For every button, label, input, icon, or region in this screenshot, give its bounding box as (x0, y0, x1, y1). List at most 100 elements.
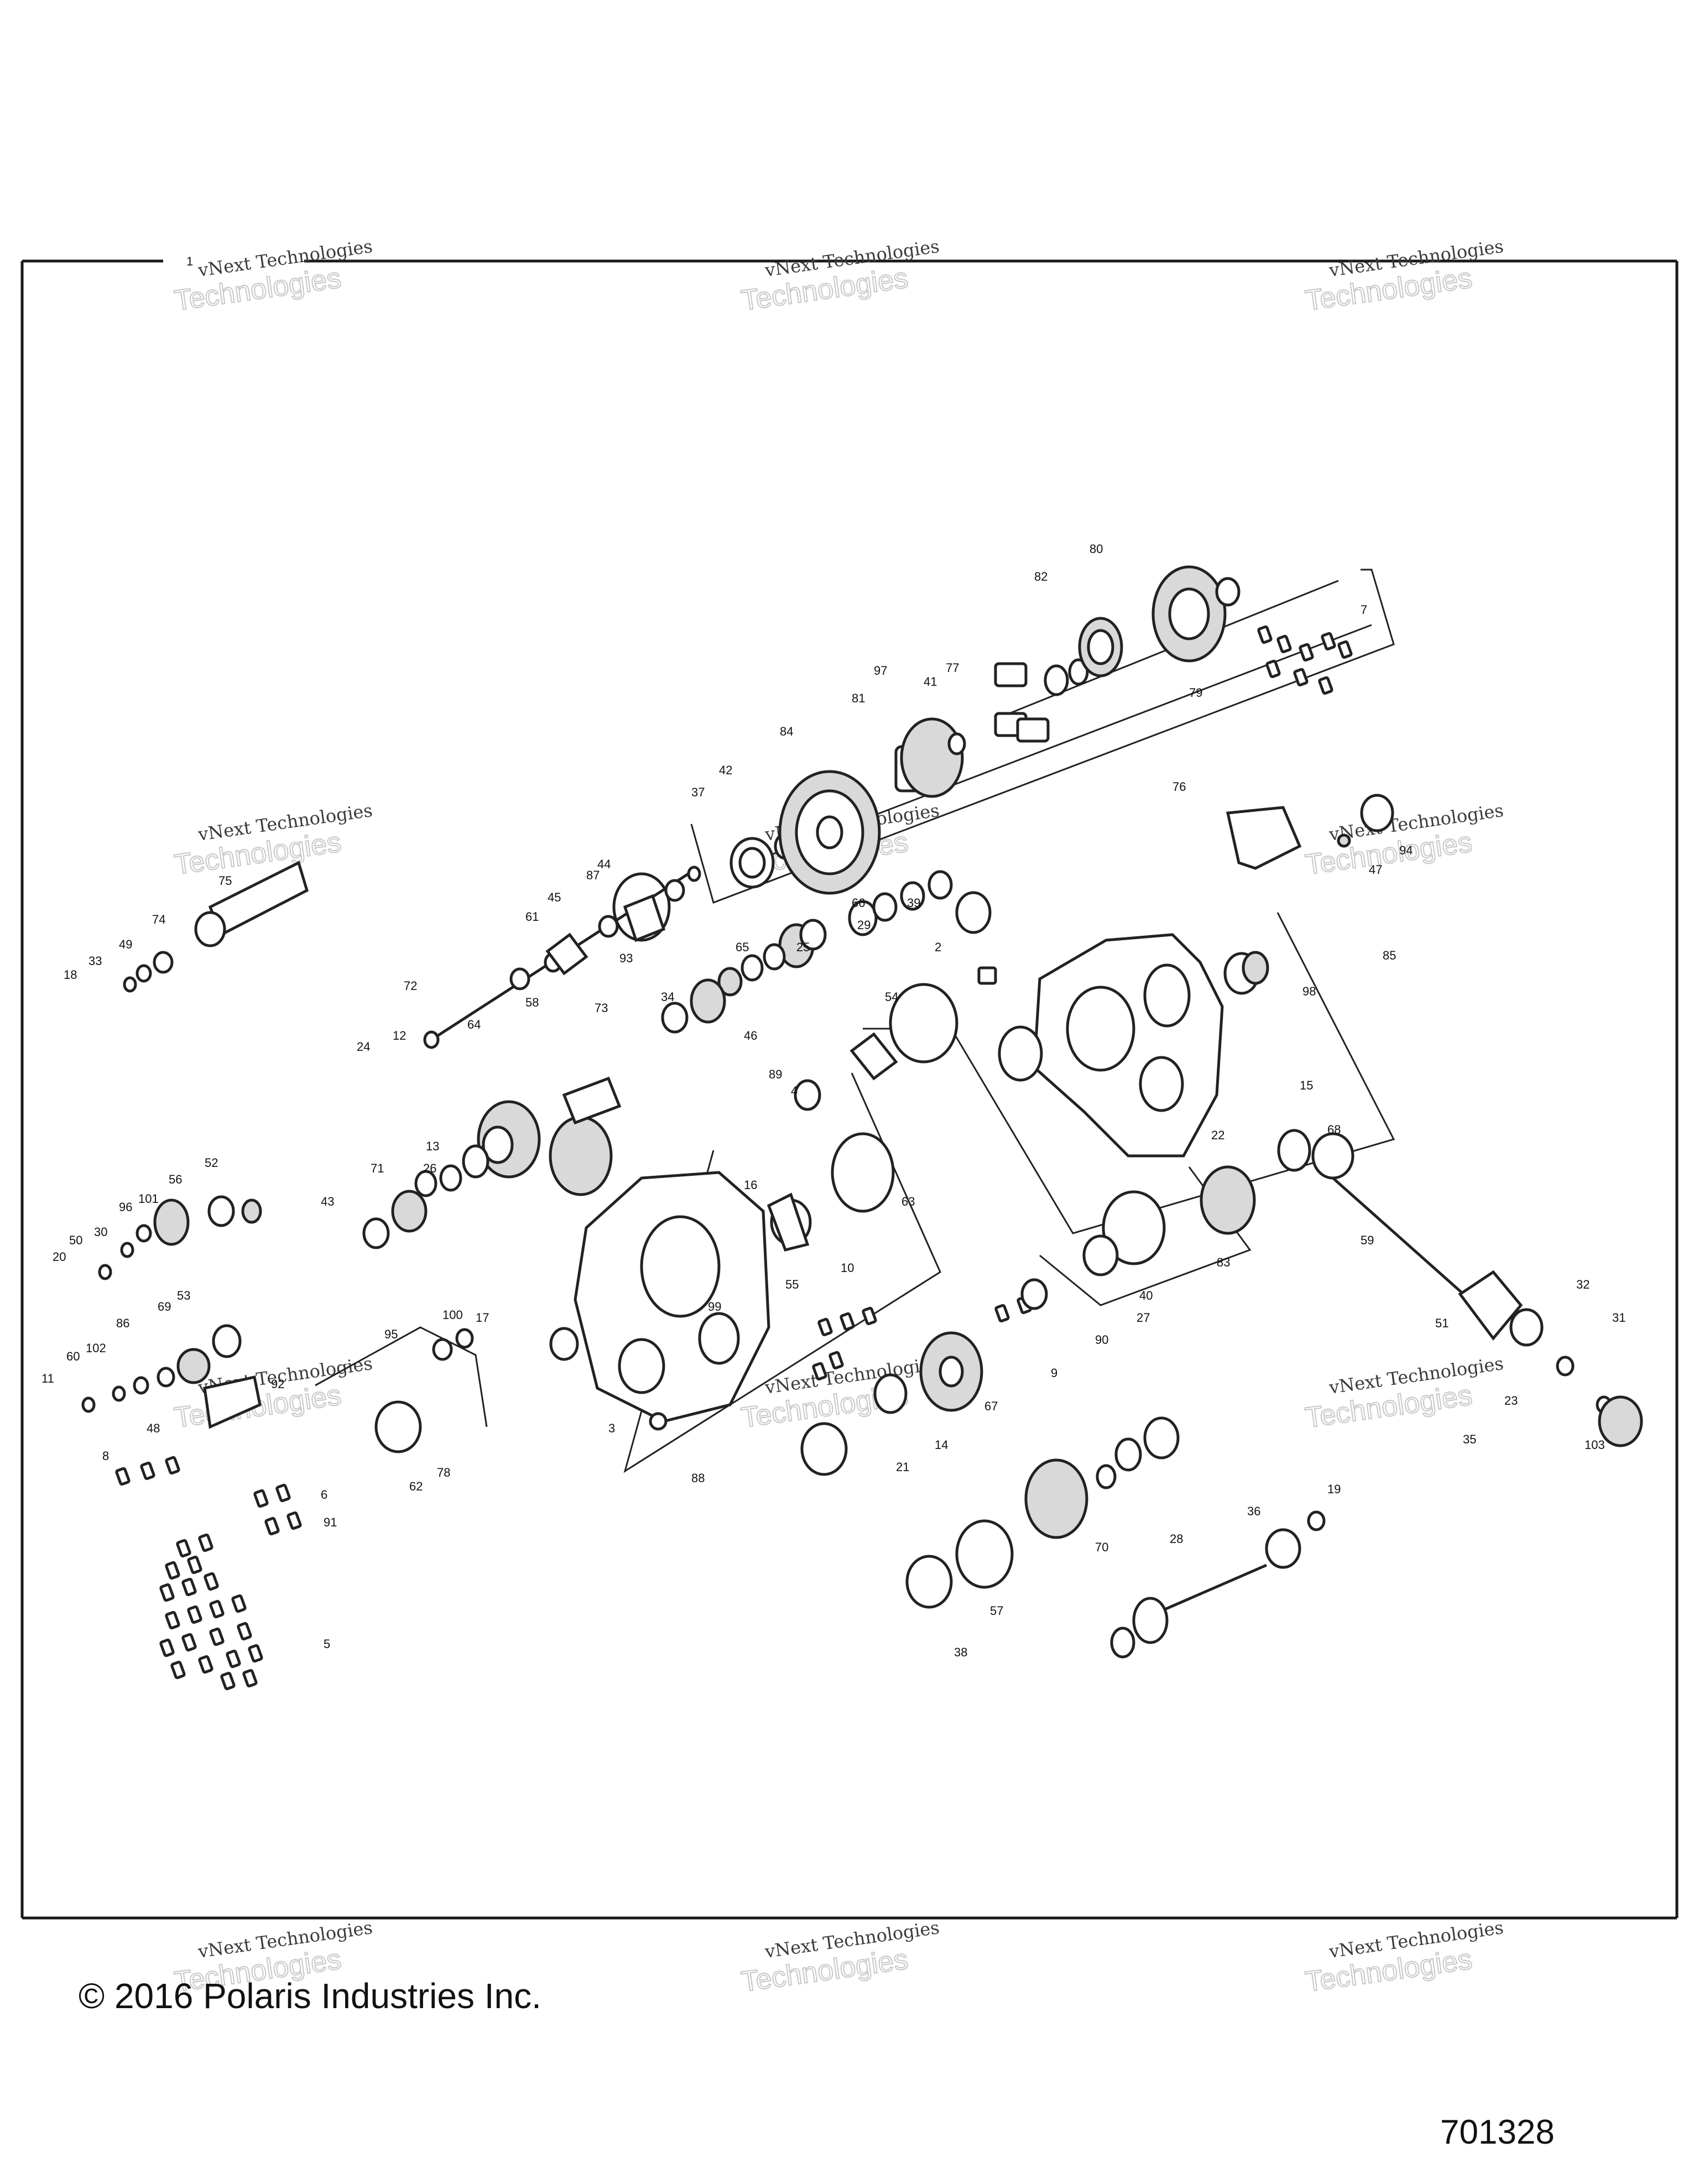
bolt (1299, 643, 1314, 662)
bolt (140, 1461, 155, 1481)
bolt (1265, 659, 1281, 679)
bolt (176, 1539, 191, 1558)
callout-88: 88 (691, 1471, 705, 1485)
callout-13: 13 (426, 1139, 439, 1153)
callout-7: 7 (1361, 603, 1367, 617)
bolt (209, 1627, 225, 1646)
bolt (220, 1671, 236, 1691)
callout-86: 86 (116, 1316, 129, 1330)
callout-41: 41 (924, 675, 937, 689)
callout-69: 69 (158, 1300, 171, 1313)
callout-39: 39 (907, 896, 920, 910)
callout-76: 76 (1172, 780, 1186, 794)
callout-58: 58 (525, 995, 539, 1009)
callout-2: 2 (935, 940, 941, 954)
callout-40: 40 (1139, 1289, 1153, 1302)
callout-52: 52 (205, 1156, 218, 1170)
callout-103: 103 (1585, 1438, 1605, 1452)
copyright-notice: © 2016 Polaris Industries Inc. (79, 1976, 541, 2016)
callout-99: 99 (708, 1300, 721, 1313)
callout-87: 87 (586, 868, 600, 882)
callout-73: 73 (595, 1001, 608, 1015)
callout-95: 95 (384, 1327, 398, 1341)
callout-81: 81 (852, 691, 865, 705)
callout-65: 65 (736, 940, 749, 954)
callout-26: 26 (423, 1161, 436, 1175)
callout-4: 4 (791, 1084, 798, 1098)
callout-8: 8 (102, 1449, 109, 1463)
bolt (253, 1489, 269, 1508)
callout-23: 23 (1504, 1394, 1518, 1408)
callout-36: 36 (1247, 1504, 1260, 1518)
bolt (242, 1669, 258, 1688)
callout-89: 89 (769, 1067, 782, 1081)
callout-90: 90 (1095, 1333, 1108, 1347)
callout-17: 17 (476, 1311, 489, 1325)
bolt (187, 1605, 202, 1624)
callout-43: 43 (321, 1195, 334, 1208)
callout-45: 45 (548, 890, 561, 904)
bolt (165, 1610, 180, 1630)
bolt (840, 1312, 855, 1331)
callout-11: 11 (41, 1372, 54, 1385)
output-shaft-assembly (1082, 1129, 1643, 1447)
callout-77: 77 (946, 661, 959, 675)
callout-5: 5 (324, 1637, 330, 1651)
callout-28: 28 (1170, 1532, 1183, 1546)
callout-15: 15 (1300, 1078, 1313, 1092)
callout-84: 84 (780, 724, 793, 738)
callout-49: 49 (119, 937, 132, 951)
callout-56: 56 (169, 1172, 182, 1186)
callout-57: 57 (990, 1604, 1003, 1618)
callout-72: 72 (404, 979, 417, 993)
bolt (181, 1633, 197, 1652)
lower-right-gear-train (800, 1278, 1326, 1659)
callout-21: 21 (896, 1460, 909, 1474)
callout-71: 71 (371, 1161, 384, 1175)
bolt (187, 1555, 202, 1575)
callout-46: 46 (744, 1029, 757, 1043)
callout-92: 92 (271, 1377, 284, 1391)
callout-101: 101 (138, 1192, 159, 1206)
callout-75: 75 (218, 874, 232, 888)
fastener-set (115, 625, 1353, 1691)
callout-70: 70 (1095, 1540, 1108, 1554)
shift-fork-assembly (423, 866, 898, 1081)
callout-9: 9 (1051, 1366, 1057, 1380)
callout-62: 62 (409, 1479, 423, 1493)
bolt (226, 1649, 241, 1669)
left-side-hardware (81, 861, 474, 1453)
callout-30: 30 (94, 1225, 107, 1239)
bolt (264, 1516, 280, 1536)
callout-80: 80 (1090, 542, 1103, 556)
gearcase-housing-lower (549, 1171, 812, 1431)
callout-93: 93 (619, 951, 633, 965)
callout-59: 59 (1361, 1233, 1374, 1247)
callout-82: 82 (1034, 570, 1047, 583)
callout-91: 91 (324, 1515, 337, 1529)
callout-47: 47 (1369, 863, 1382, 877)
bolt (1337, 640, 1353, 659)
callout-33: 33 (88, 954, 102, 968)
callout-14: 14 (935, 1438, 948, 1452)
callout-12: 12 (393, 1029, 406, 1043)
callout-38: 38 (954, 1645, 967, 1659)
callout-98: 98 (1302, 984, 1316, 998)
callout-37: 37 (691, 785, 705, 799)
ring-gear-assembly (729, 565, 1241, 895)
callout-31: 31 (1612, 1311, 1625, 1325)
bolt (286, 1511, 302, 1530)
callout-68: 68 (1327, 1123, 1341, 1137)
bolt (248, 1644, 263, 1663)
bolt (862, 1306, 877, 1326)
callout-6: 6 (321, 1488, 327, 1502)
bolt (198, 1655, 213, 1674)
bolt (1293, 668, 1309, 687)
callout-102: 102 (86, 1341, 106, 1355)
